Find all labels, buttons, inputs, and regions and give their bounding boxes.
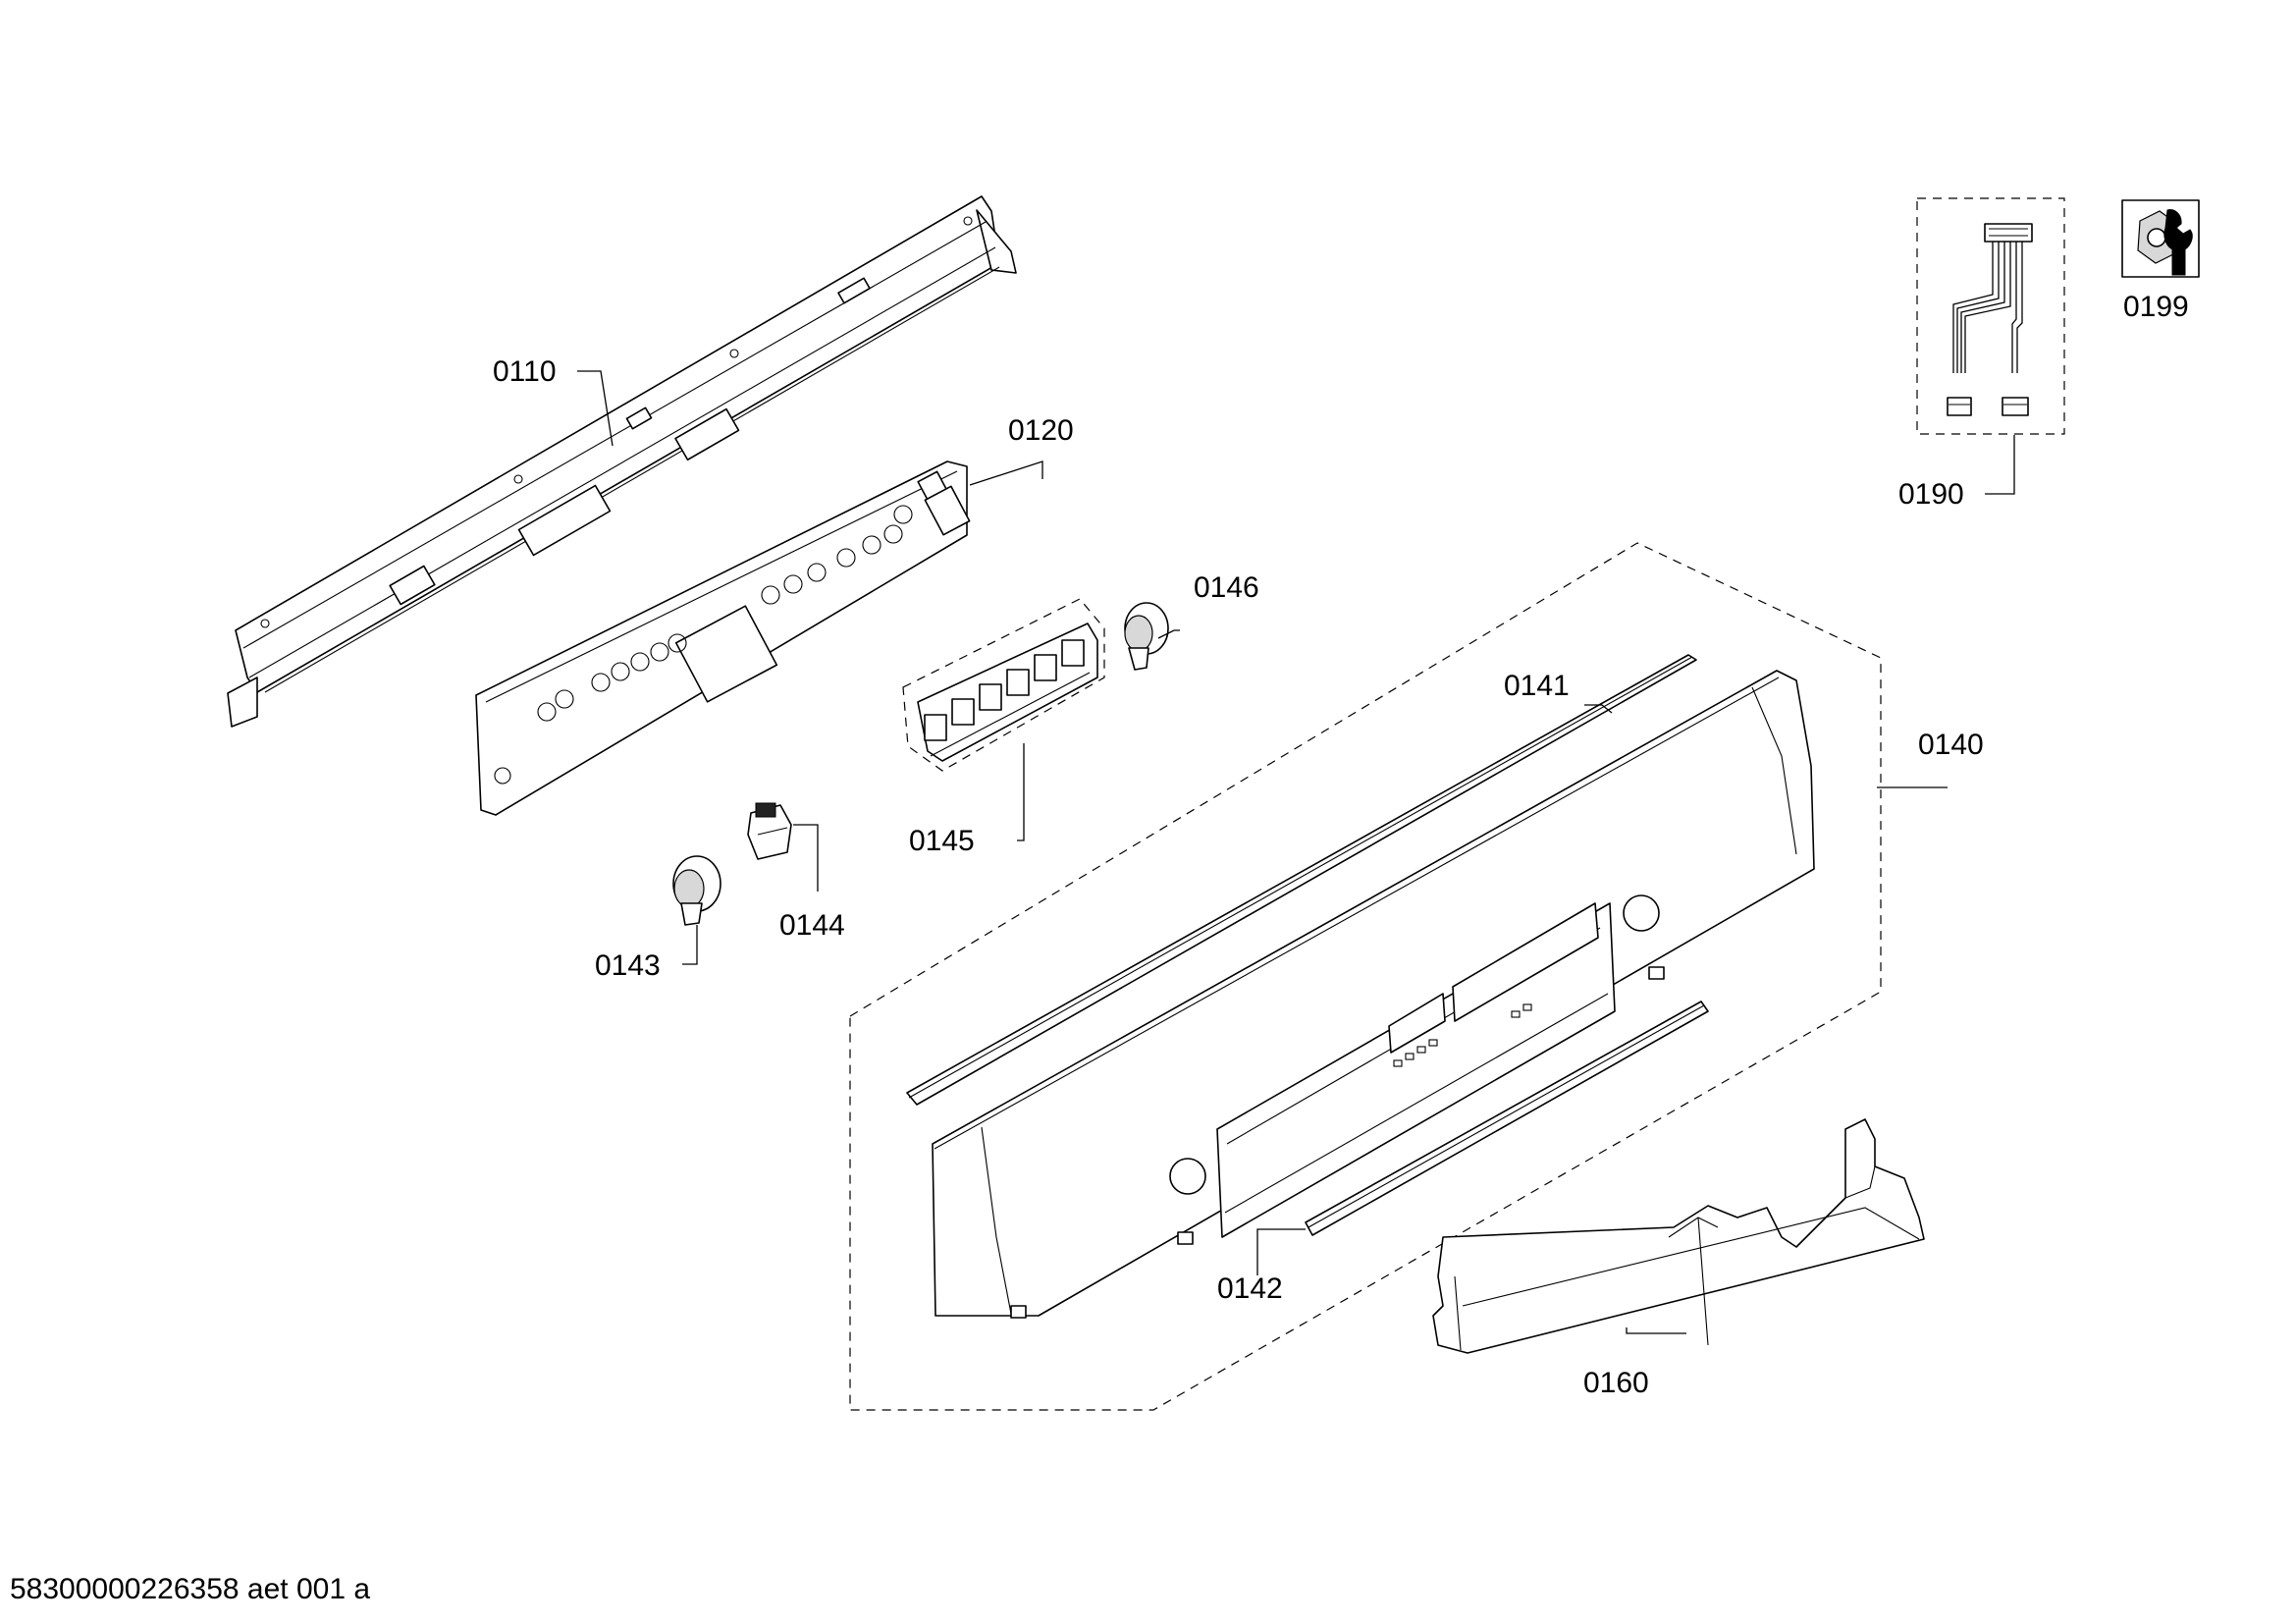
part-0199-service-symbol[interactable] <box>2121 199 2200 278</box>
part-0190-wiring-harness[interactable] <box>1916 197 2065 435</box>
leader-lines <box>577 370 2015 1334</box>
part-0145-switch-block[interactable] <box>902 598 1105 772</box>
label-0142: 0142 <box>1217 1272 1283 1305</box>
label-0199: 0199 <box>2123 291 2189 323</box>
part-0146-knob[interactable] <box>1124 602 1169 671</box>
part-0141-trim-strip[interactable] <box>906 654 1697 1106</box>
part-0110-mounting-rail[interactable] <box>227 195 1017 728</box>
part-0140-control-panel-fascia[interactable] <box>932 670 1815 1319</box>
leader-0145 <box>1017 743 1025 841</box>
leader-0110 <box>577 370 614 447</box>
label-0146: 0146 <box>1194 571 1259 604</box>
leader-0143 <box>682 925 698 965</box>
leader-0142 <box>1256 1228 1306 1275</box>
leader-0141 <box>1584 704 1613 714</box>
label-0140: 0140 <box>1918 729 1984 761</box>
label-0141: 0141 <box>1504 670 1570 702</box>
leader-0160 <box>1626 1327 1686 1334</box>
part-0144-switch[interactable] <box>747 802 792 860</box>
label-0190: 0190 <box>1898 478 1964 511</box>
label-0144: 0144 <box>779 909 845 942</box>
label-0110: 0110 <box>493 355 557 388</box>
assembly-0140-boundary <box>849 542 1882 1411</box>
label-0143: 0143 <box>595 949 661 982</box>
label-0145: 0145 <box>909 825 975 857</box>
part-labels: 0110 0120 0146 0145 0144 0143 0141 0140 … <box>493 291 2189 1399</box>
part-0142-strip[interactable] <box>1305 1001 1709 1236</box>
leader-0144 <box>793 824 819 892</box>
nut-wrench-icon <box>2137 209 2193 276</box>
part-0160-bracket[interactable] <box>1432 1118 1925 1354</box>
label-0120: 0120 <box>1008 414 1074 447</box>
leader-0120 <box>969 460 1043 486</box>
leader-0190 <box>1985 435 2015 495</box>
label-0160: 0160 <box>1583 1367 1649 1399</box>
part-0120-electronic-module[interactable] <box>475 460 971 816</box>
leader-0146 <box>1157 629 1180 639</box>
part-0143-knob[interactable] <box>672 855 721 926</box>
document-id: 58300000226358 aet 001 a <box>10 1573 370 1605</box>
